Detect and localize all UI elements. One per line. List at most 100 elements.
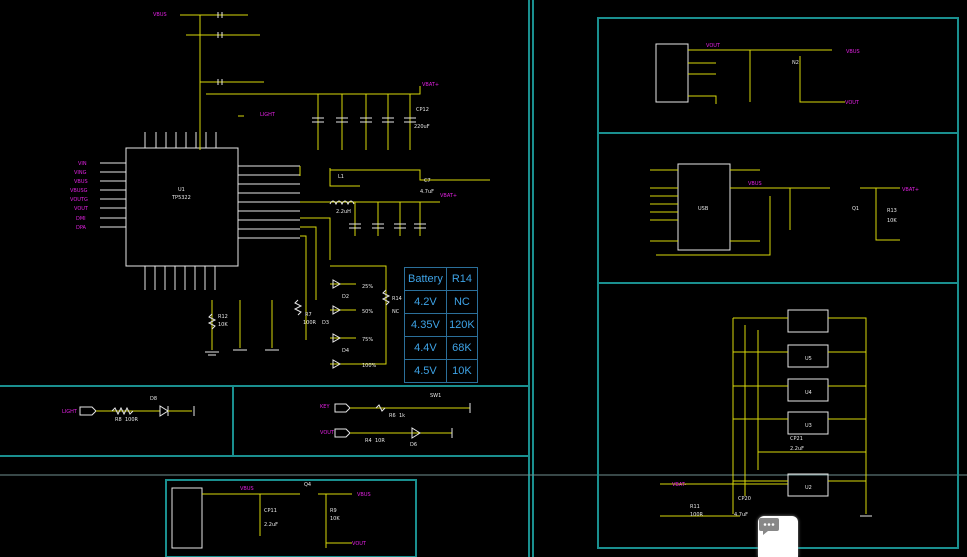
- pin-label-4: VOUTG: [70, 197, 88, 203]
- r4-value: 10R: [375, 438, 385, 444]
- protection-ics: U5 U4 U3 U2 VBAT- CP21 2.2uF CP20 4.7uF …: [660, 309, 872, 518]
- q1-ref: Q1: [852, 206, 859, 212]
- r14-header-cell: R14: [445, 267, 479, 291]
- light-led-circuit: LIGHT R8 100R D8: [62, 396, 195, 423]
- u1-left-net-labels: VIN VING VBUS VBUSG VOUTG VOUT DMI DPA: [70, 161, 89, 231]
- d6-ref: D6: [410, 442, 417, 448]
- r14-ref: R14: [392, 296, 402, 302]
- net-vbus-out: VBUS: [357, 492, 371, 498]
- capacitors-top: [217, 12, 426, 229]
- chat-button[interactable]: [758, 516, 798, 557]
- cp11-ref: CP11: [264, 508, 277, 514]
- battery-table-header: Battery R14: [404, 267, 479, 291]
- r13-ref: R13: [887, 208, 897, 214]
- battery-table-row: 4.4V 68K: [404, 336, 479, 360]
- pin-label-6: DMI: [76, 216, 86, 222]
- r4-ref: R4: [365, 438, 372, 444]
- usb2-circuit: VBUS VBUS VOUT Q4 R9 10K CP11 2.2uF: [171, 482, 371, 549]
- r12-ref: R12: [218, 314, 228, 320]
- r11-value: 100R: [690, 512, 704, 518]
- u5-ref: U5: [805, 356, 812, 362]
- cp20-ref: CP20: [738, 496, 751, 502]
- battery-voltage-cell: 4.2V: [404, 290, 447, 314]
- net-vbus-right: VBUS: [748, 181, 762, 187]
- cp20-value: 4.7uF: [734, 512, 748, 518]
- u1-ref: U1: [178, 187, 185, 193]
- r12-value: 10K: [218, 322, 228, 328]
- battery-voltage-cell: 4.35V: [404, 313, 447, 337]
- d8-ref: D8: [150, 396, 157, 402]
- battery-setting-table: Battery R14 4.2V NC 4.35V 120K 4.4V 68K …: [404, 267, 479, 383]
- r8-value: 100R: [125, 417, 139, 423]
- r14-value-cell: NC: [445, 290, 479, 314]
- net-vbus-usb1: VBUS: [846, 49, 860, 55]
- battery-header-cell: Battery: [404, 267, 447, 291]
- pin-label-7: DPA: [76, 225, 87, 231]
- battery-table-row: 4.2V NC: [404, 290, 479, 314]
- net-vout-usb1: VOUT: [706, 43, 721, 49]
- cp12-ref: CP12: [416, 107, 429, 113]
- battery-voltage-cell: 4.4V: [404, 336, 447, 360]
- net-key: KEY: [320, 404, 330, 410]
- net-vbus-top: VBUS: [153, 12, 167, 18]
- cp21-value: 2.2uF: [790, 446, 804, 452]
- net-vbat: VBAT+: [422, 82, 439, 88]
- u6-section: USB VBAT+ VBUS Q1 R13 10K: [650, 163, 919, 256]
- d3-ref: D3: [322, 320, 329, 326]
- n2-ref: N2: [792, 60, 799, 66]
- r9-ref: R9: [330, 508, 337, 514]
- r9-value: 10K: [330, 516, 340, 522]
- chip-u1: U1 TP5322: [100, 132, 300, 290]
- r6-value: 1k: [399, 413, 405, 419]
- pin-label-1: VING: [74, 170, 87, 176]
- u2-ref: U2: [805, 485, 812, 491]
- net-vbat-minus: VBAT-: [672, 482, 686, 488]
- u1-bottom-parts: R12 10K: [205, 300, 279, 356]
- pin-label-3: VBUSG: [70, 188, 88, 194]
- top-labels: VBUS VBAT+ VBAT+ LIGHT L1 2.2uH C7 4.7uF…: [153, 12, 457, 215]
- q4-ref: Q4: [304, 482, 311, 488]
- battery-table-row: 4.35V 120K: [404, 313, 479, 337]
- led-label-50: 50%: [362, 309, 373, 315]
- net-light: LIGHT: [260, 112, 276, 118]
- top-wiring: [180, 14, 490, 340]
- r14-value-cell: 10K: [445, 359, 479, 383]
- usb1-section: VOUT VBUS VOUT N2: [655, 43, 860, 106]
- l1-ref: L1: [338, 174, 344, 180]
- d2-ref: D2: [342, 294, 349, 300]
- battery-voltage-cell: 4.5V: [404, 359, 447, 383]
- r14-value-cell: 68K: [445, 336, 479, 360]
- r11-ref: R11: [690, 504, 700, 510]
- l1-value: 2.2uH: [336, 209, 351, 215]
- cp11-value: 2.2uF: [264, 522, 278, 528]
- net-light-2: LIGHT: [62, 409, 78, 415]
- r14-value-cell: 120K: [445, 313, 479, 337]
- net-vbat-2: VBAT+: [440, 193, 457, 199]
- led-label-75: 75%: [362, 337, 373, 343]
- u3-ref: U3: [805, 423, 812, 429]
- r6-ref: R6: [389, 413, 396, 419]
- net-vbus-usb2: VBUS: [240, 486, 254, 492]
- r13-value: 10K: [887, 218, 897, 224]
- r7-value: 100R: [303, 320, 317, 326]
- r7-ref: R7: [305, 312, 312, 318]
- u6-part: USB: [698, 206, 709, 212]
- cp21-ref: CP21: [790, 436, 803, 442]
- net-vout-out: VOUT: [352, 541, 367, 547]
- u1-part: TP5322: [171, 195, 191, 201]
- u4-ref: U4: [805, 390, 812, 396]
- battery-table-row: 4.5V 10K: [404, 359, 479, 383]
- cp12-value: 220uF: [414, 124, 430, 130]
- led-label-25: 25%: [362, 284, 373, 290]
- pin-label-2: VBUS: [74, 179, 88, 185]
- led-label-100: 100%: [362, 363, 377, 369]
- chat-bubble-icon: [759, 518, 779, 535]
- c7-value: 4.7uF: [420, 189, 434, 195]
- sw1-ref: SW1: [430, 393, 441, 399]
- pin-label-0: VIN: [78, 161, 87, 167]
- net-vout-key: VOUT: [320, 430, 335, 436]
- r8-label: R8: [115, 417, 122, 423]
